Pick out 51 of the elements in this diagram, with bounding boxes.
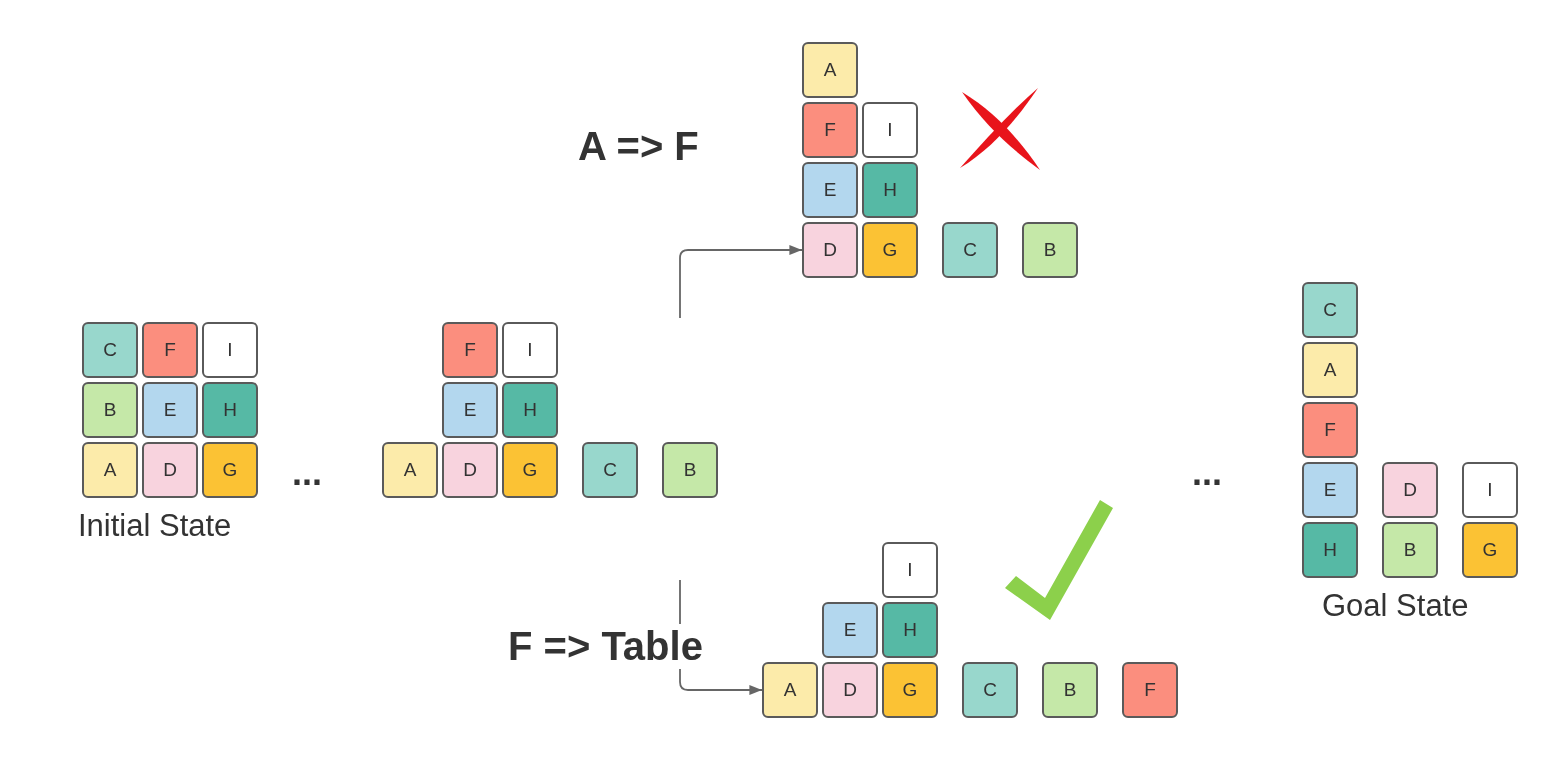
letter-block: H [862, 162, 918, 218]
letter-block: F [802, 102, 858, 158]
letter-block: C [962, 662, 1018, 718]
letter-block: C [942, 222, 998, 278]
letter-block: F [142, 322, 198, 378]
letter-block: G [502, 442, 558, 498]
letter-block: C [582, 442, 638, 498]
edge-label: F => Table [508, 624, 703, 669]
letter-block: C [1302, 282, 1358, 338]
letter-block: E [142, 382, 198, 438]
letter-block: F [1302, 402, 1358, 458]
letter-block: E [442, 382, 498, 438]
letter-block: H [882, 602, 938, 658]
letter-block: I [882, 542, 938, 598]
letter-block: I [862, 102, 918, 158]
letter-block: I [502, 322, 558, 378]
letter-block: D [802, 222, 858, 278]
letter-block: B [1022, 222, 1078, 278]
state-caption: Goal State [1322, 588, 1469, 624]
letter-block: G [882, 662, 938, 718]
letter-block: A [82, 442, 138, 498]
letter-block: I [202, 322, 258, 378]
letter-block: D [442, 442, 498, 498]
letter-block: B [82, 382, 138, 438]
state-caption: Initial State [78, 508, 232, 544]
letter-block: C [82, 322, 138, 378]
letter-block: A [382, 442, 438, 498]
letter-block: B [1042, 662, 1098, 718]
ellipsis: ... [292, 452, 322, 494]
letter-block: D [822, 662, 878, 718]
letter-block: H [502, 382, 558, 438]
letter-block: G [202, 442, 258, 498]
letter-block: E [1302, 462, 1358, 518]
letter-block: F [1122, 662, 1178, 718]
letter-block: A [1302, 342, 1358, 398]
letter-block: D [142, 442, 198, 498]
letter-block: I [1462, 462, 1518, 518]
letter-block: H [1302, 522, 1358, 578]
letter-block: H [202, 382, 258, 438]
letter-block: A [802, 42, 858, 98]
letter-block: E [822, 602, 878, 658]
letter-block: A [762, 662, 818, 718]
letter-block: B [662, 442, 718, 498]
arrow [679, 244, 803, 319]
letter-block: G [862, 222, 918, 278]
letter-block: B [1382, 522, 1438, 578]
letter-block: G [1462, 522, 1518, 578]
letter-block: F [442, 322, 498, 378]
letter-block: E [802, 162, 858, 218]
ellipsis: ... [1192, 452, 1222, 494]
letter-block: D [1382, 462, 1438, 518]
